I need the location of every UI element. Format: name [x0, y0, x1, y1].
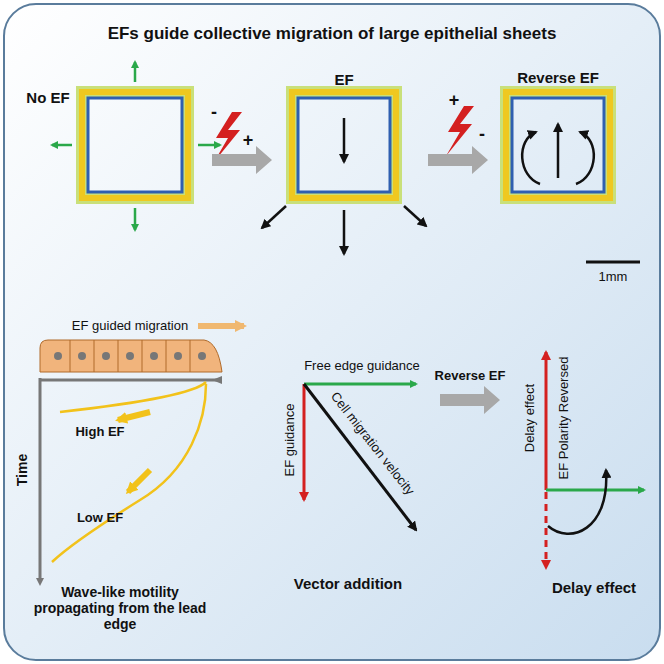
figure-title: EFs guide collective migration of large … — [108, 24, 557, 44]
vector-label: Free edge guidance — [304, 359, 420, 374]
curve-label: High EF — [75, 425, 124, 440]
condition-label: No EF — [26, 89, 69, 106]
vector-label: EF Polarity Reversed — [557, 357, 572, 480]
scale-label: 1mm — [599, 270, 628, 285]
polarity-sign: - — [479, 124, 485, 145]
axis-label: Time — [14, 454, 30, 486]
polarity-sign: + — [243, 130, 254, 151]
vector-label: EF guidance — [283, 404, 298, 477]
polarity-sign: - — [211, 102, 217, 123]
polarity-sign: + — [449, 90, 460, 111]
condition-label: Reverse EF — [435, 369, 506, 384]
panel-caption: Vector addition — [294, 575, 402, 592]
panel-caption: Wave-like motility propagating from the … — [20, 584, 220, 632]
diagram-label: EF guided migration — [72, 319, 188, 334]
effect-label: Delay effect — [523, 384, 538, 452]
condition-label: Reverse EF — [517, 69, 599, 86]
panel-caption: Delay effect — [552, 579, 636, 596]
condition-label: EF — [334, 71, 353, 88]
curve-label: Low EF — [77, 511, 123, 526]
